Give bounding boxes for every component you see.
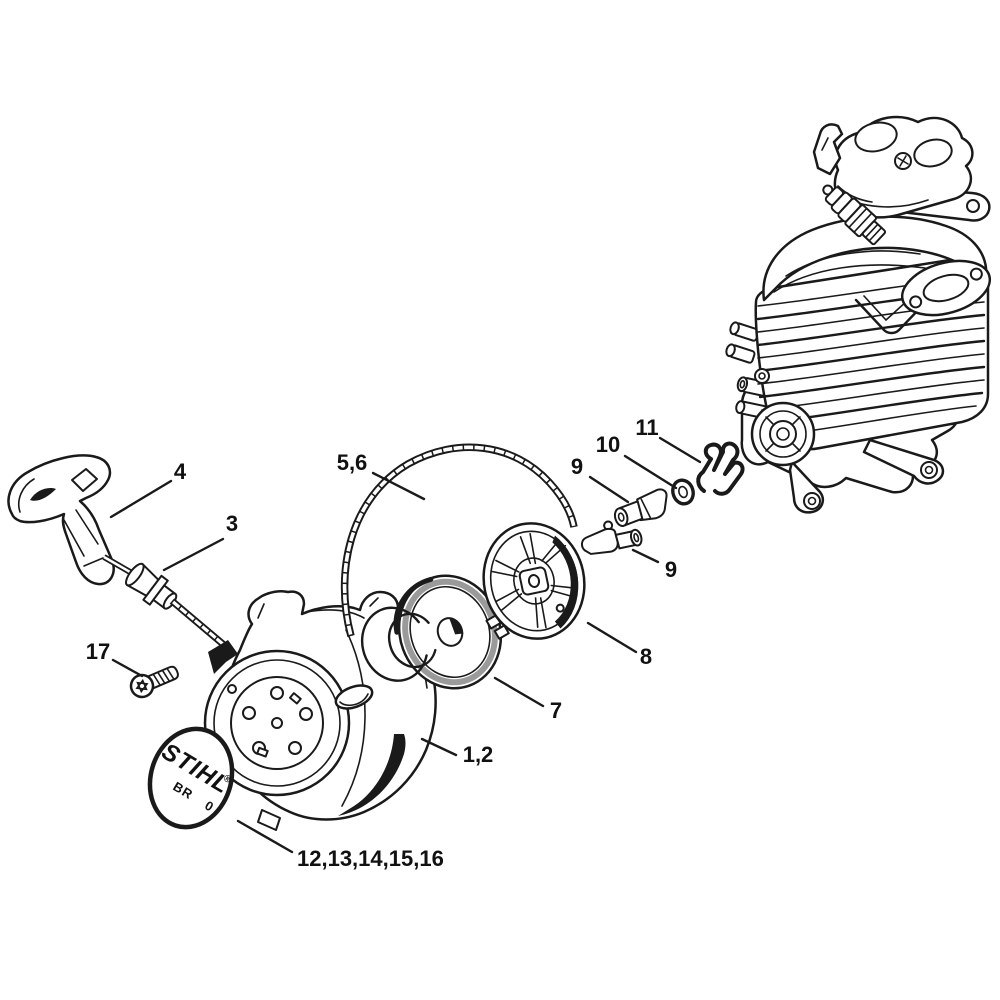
spring-clip-drawing [696, 441, 745, 496]
callout-pawl-lower: 9 [631, 548, 677, 582]
stihl-disc-drawing: STIHL ® BR 0 [147, 726, 235, 830]
callout-rope-label: 5,6 [337, 450, 368, 475]
callout-rotor-label: 8 [640, 644, 652, 669]
callout-pawl-upper: 9 [571, 454, 630, 504]
callout-fan-housing: 1,2 [420, 737, 494, 767]
pawl-upper-drawing [613, 488, 668, 527]
callout-pawl-upper-label: 9 [571, 454, 583, 479]
callout-washer-label: 10 [596, 432, 620, 457]
callout-screw-label: 17 [86, 639, 110, 664]
pawl-lower-drawing [580, 520, 643, 555]
engine-assembly-drawing [725, 115, 992, 514]
callout-washer: 10 [596, 432, 678, 490]
callout-cover-set: 12,13,14,15,16 [236, 819, 444, 871]
spark-plug-drawing [822, 184, 887, 246]
callout-spring-clip: 11 [635, 415, 702, 464]
flange-gasket-drawing [900, 259, 992, 317]
fan-housing-drawing [203, 589, 437, 831]
callout-spring-clip-label: 11 [635, 415, 658, 440]
callout-grip: 4 [109, 459, 187, 519]
screw-drawing [129, 665, 179, 699]
rope-rotor-drawing [482, 522, 586, 640]
starter-rope-drawing [340, 443, 578, 637]
callout-fan-housing-label: 1,2 [463, 742, 494, 767]
callout-pawl-lower-label: 9 [665, 557, 677, 582]
callout-grip-label: 4 [174, 459, 187, 484]
rope-bushing-drawing [102, 554, 233, 653]
callout-rotor: 8 [586, 621, 652, 669]
callout-screw: 17 [86, 639, 144, 678]
washer-drawing [671, 478, 695, 506]
rope-guide-drawing [208, 640, 238, 674]
callout-rewind-spring-label: 7 [550, 698, 562, 723]
callout-bushing: 3 [162, 511, 238, 572]
callouts: 4 3 5,6 9 10 11 9 8 [86, 415, 702, 871]
callout-rope: 5,6 [337, 450, 426, 501]
callout-rewind-spring: 7 [493, 676, 562, 723]
callout-bushing-label: 3 [226, 511, 238, 536]
bearing-boss-drawing [750, 368, 816, 467]
starter-grip-drawing [7, 454, 115, 586]
bracket-strap-drawing [812, 123, 844, 176]
callout-cover-set-label: 12,13,14,15,16 [297, 846, 444, 871]
